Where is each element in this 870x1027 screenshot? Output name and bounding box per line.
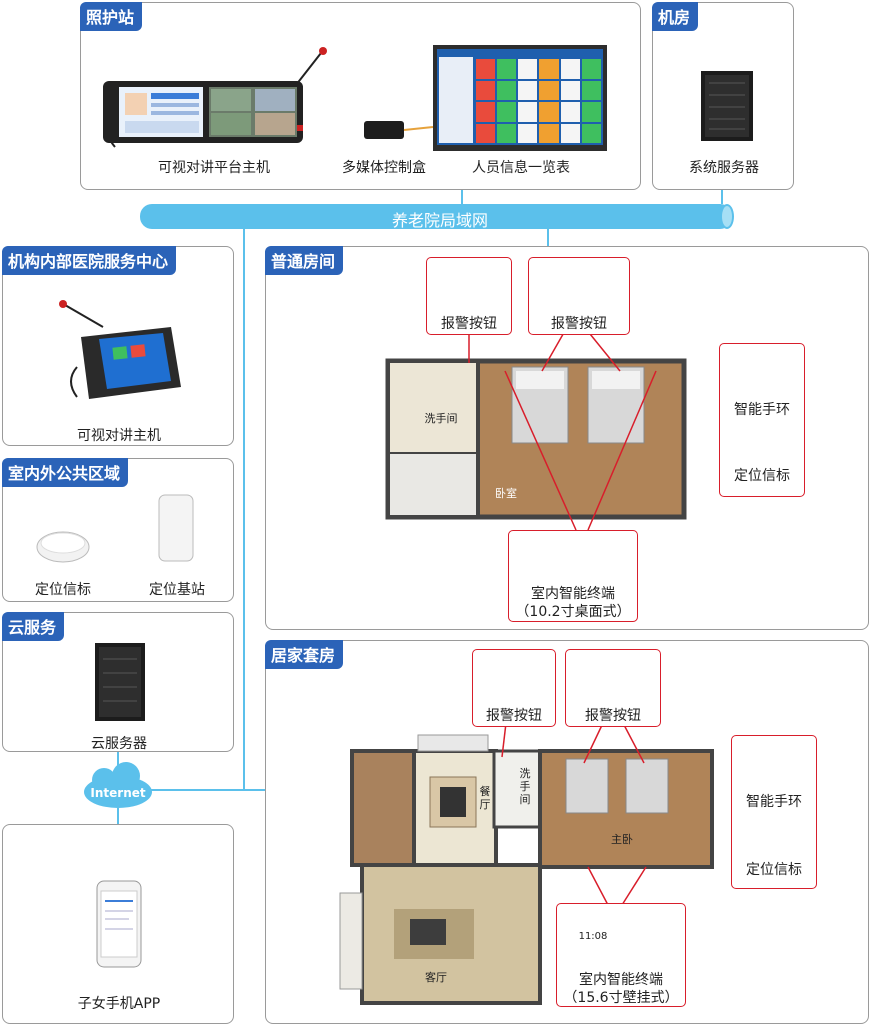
info-board-tile xyxy=(476,123,496,143)
suite-bathroom-label: 洗手间 xyxy=(519,767,531,806)
standard-alarm-label-1: 报警按钮 xyxy=(441,316,497,332)
suite-terminal-time: 11:08 xyxy=(578,931,608,942)
internet-label: Internet xyxy=(90,786,146,800)
suite-dining-label: 餐厅 xyxy=(479,785,491,811)
standard-terminal-callout xyxy=(508,530,638,622)
public-area-art xyxy=(36,494,194,563)
info-board-tile xyxy=(539,102,559,122)
nurse-station-panel: 照护站 可视对讲平台主机 多媒体控制盒 人员信息一览表 xyxy=(80,2,641,190)
info-board-tile xyxy=(497,102,517,122)
suite-title: 居家套房 xyxy=(265,640,344,669)
public-area-panel: 室内外公共区域 定位信标 定位基站 xyxy=(2,458,234,602)
system-server-label: 系统服务器 xyxy=(689,160,759,176)
info-board-tile xyxy=(560,123,580,143)
suite-panel: 居家套房 xyxy=(265,640,869,1024)
info-board-tile xyxy=(560,59,580,79)
suite-master-bedroom-label: 主卧 xyxy=(611,833,633,846)
info-board-tile xyxy=(518,59,538,79)
lan-bar xyxy=(140,204,732,229)
info-board-tile xyxy=(560,80,580,100)
video-host-platform-label: 可视对讲平台主机 xyxy=(158,160,270,176)
info-board-tile xyxy=(539,80,559,100)
suite-living-room-label: 客厅 xyxy=(425,971,447,984)
info-board-tile xyxy=(518,102,538,122)
standard-terminal-label-1: 室内智能终端 xyxy=(531,586,615,602)
info-board-tile xyxy=(539,59,559,79)
standard-room-panel: 普通房间 报警按钮 报警按钮 洗手间 卧室 智能手 xyxy=(265,246,869,630)
info-board-tile xyxy=(518,123,538,143)
suite-floorplan xyxy=(339,656,788,1005)
info-board-grid xyxy=(476,59,601,143)
info-board-tile xyxy=(476,59,496,79)
info-board-tile xyxy=(581,80,601,100)
info-board-tile xyxy=(476,102,496,122)
info-board-tile xyxy=(560,102,580,122)
family-app-panel: 子女手机APP xyxy=(2,824,234,1024)
standard-beacon-label: 定位信标 xyxy=(734,468,790,484)
hospital-center-panel: 机构内部医院服务中心 可视对讲主机 xyxy=(2,246,234,446)
info-board-label: 人员信息一览表 xyxy=(472,160,570,176)
info-board-tile xyxy=(497,80,517,100)
video-host-label: 可视对讲主机 xyxy=(77,428,161,444)
suite-bracelet-label: 智能手环 xyxy=(746,794,802,810)
info-board-tile xyxy=(518,80,538,100)
suite-terminal-callout xyxy=(556,903,686,1007)
cloud-panel: 云服务 云服务器 xyxy=(2,612,234,752)
info-board-tile xyxy=(497,59,517,79)
suite-wearables-callout xyxy=(731,735,817,889)
family-app-label: 子女手机APP xyxy=(77,996,161,1012)
info-board-tile xyxy=(497,123,517,143)
hospital-center-title: 机构内部医院服务中心 xyxy=(2,246,177,275)
cloud-title: 云服务 xyxy=(2,612,65,641)
standard-terminal-label-2: （10.2寸桌面式） xyxy=(515,604,631,620)
standard-alarm-callout-1 xyxy=(426,257,512,335)
suite-terminal-label-1: 室内智能终端 xyxy=(579,972,663,988)
public-beacon-label: 定位信标 xyxy=(35,582,91,598)
info-board-tile xyxy=(581,59,601,79)
standard-alarm-label-2: 报警按钮 xyxy=(551,316,607,332)
suite-beacon-label: 定位信标 xyxy=(746,862,802,878)
server-rack-icon xyxy=(701,71,753,141)
standard-room-title: 普通房间 xyxy=(265,246,344,275)
info-board-tile xyxy=(581,102,601,122)
video-host-icon xyxy=(59,300,181,399)
standard-bracelet-label: 智能手环 xyxy=(734,402,790,418)
info-board-tile xyxy=(581,123,601,143)
lan-label: 养老院局域网 xyxy=(391,211,488,230)
media-box-label: 多媒体控制盒 xyxy=(342,160,426,176)
public-area-title: 室内外公共区域 xyxy=(2,458,129,487)
cloud-server-label: 云服务器 xyxy=(91,736,147,752)
suite-alarm-callout-2 xyxy=(565,649,661,727)
standard-bathroom-label: 洗手间 xyxy=(424,412,458,425)
standard-bedroom-label: 卧室 xyxy=(495,487,517,500)
info-board-tile xyxy=(476,80,496,100)
suite-alarm-callout-1 xyxy=(472,649,556,727)
base-station-label: 定位基站 xyxy=(149,582,205,598)
suite-alarm-label-2: 报警按钮 xyxy=(585,708,641,724)
smartphone-icon xyxy=(96,880,142,968)
nurse-station-title: 照护站 xyxy=(80,2,143,31)
standard-alarm-callout-2 xyxy=(528,257,630,335)
machine-room-title: 机房 xyxy=(652,2,699,31)
lan-bar-end xyxy=(720,204,734,229)
cloud-server-icon xyxy=(95,643,145,721)
info-board-tile xyxy=(539,123,559,143)
machine-room-panel: 机房 系统服务器 xyxy=(652,2,794,190)
suite-terminal-label-2: （15.6寸壁挂式） xyxy=(563,990,679,1006)
standard-wearables-callout xyxy=(719,343,805,497)
suite-alarm-label-1: 报警按钮 xyxy=(486,708,542,724)
